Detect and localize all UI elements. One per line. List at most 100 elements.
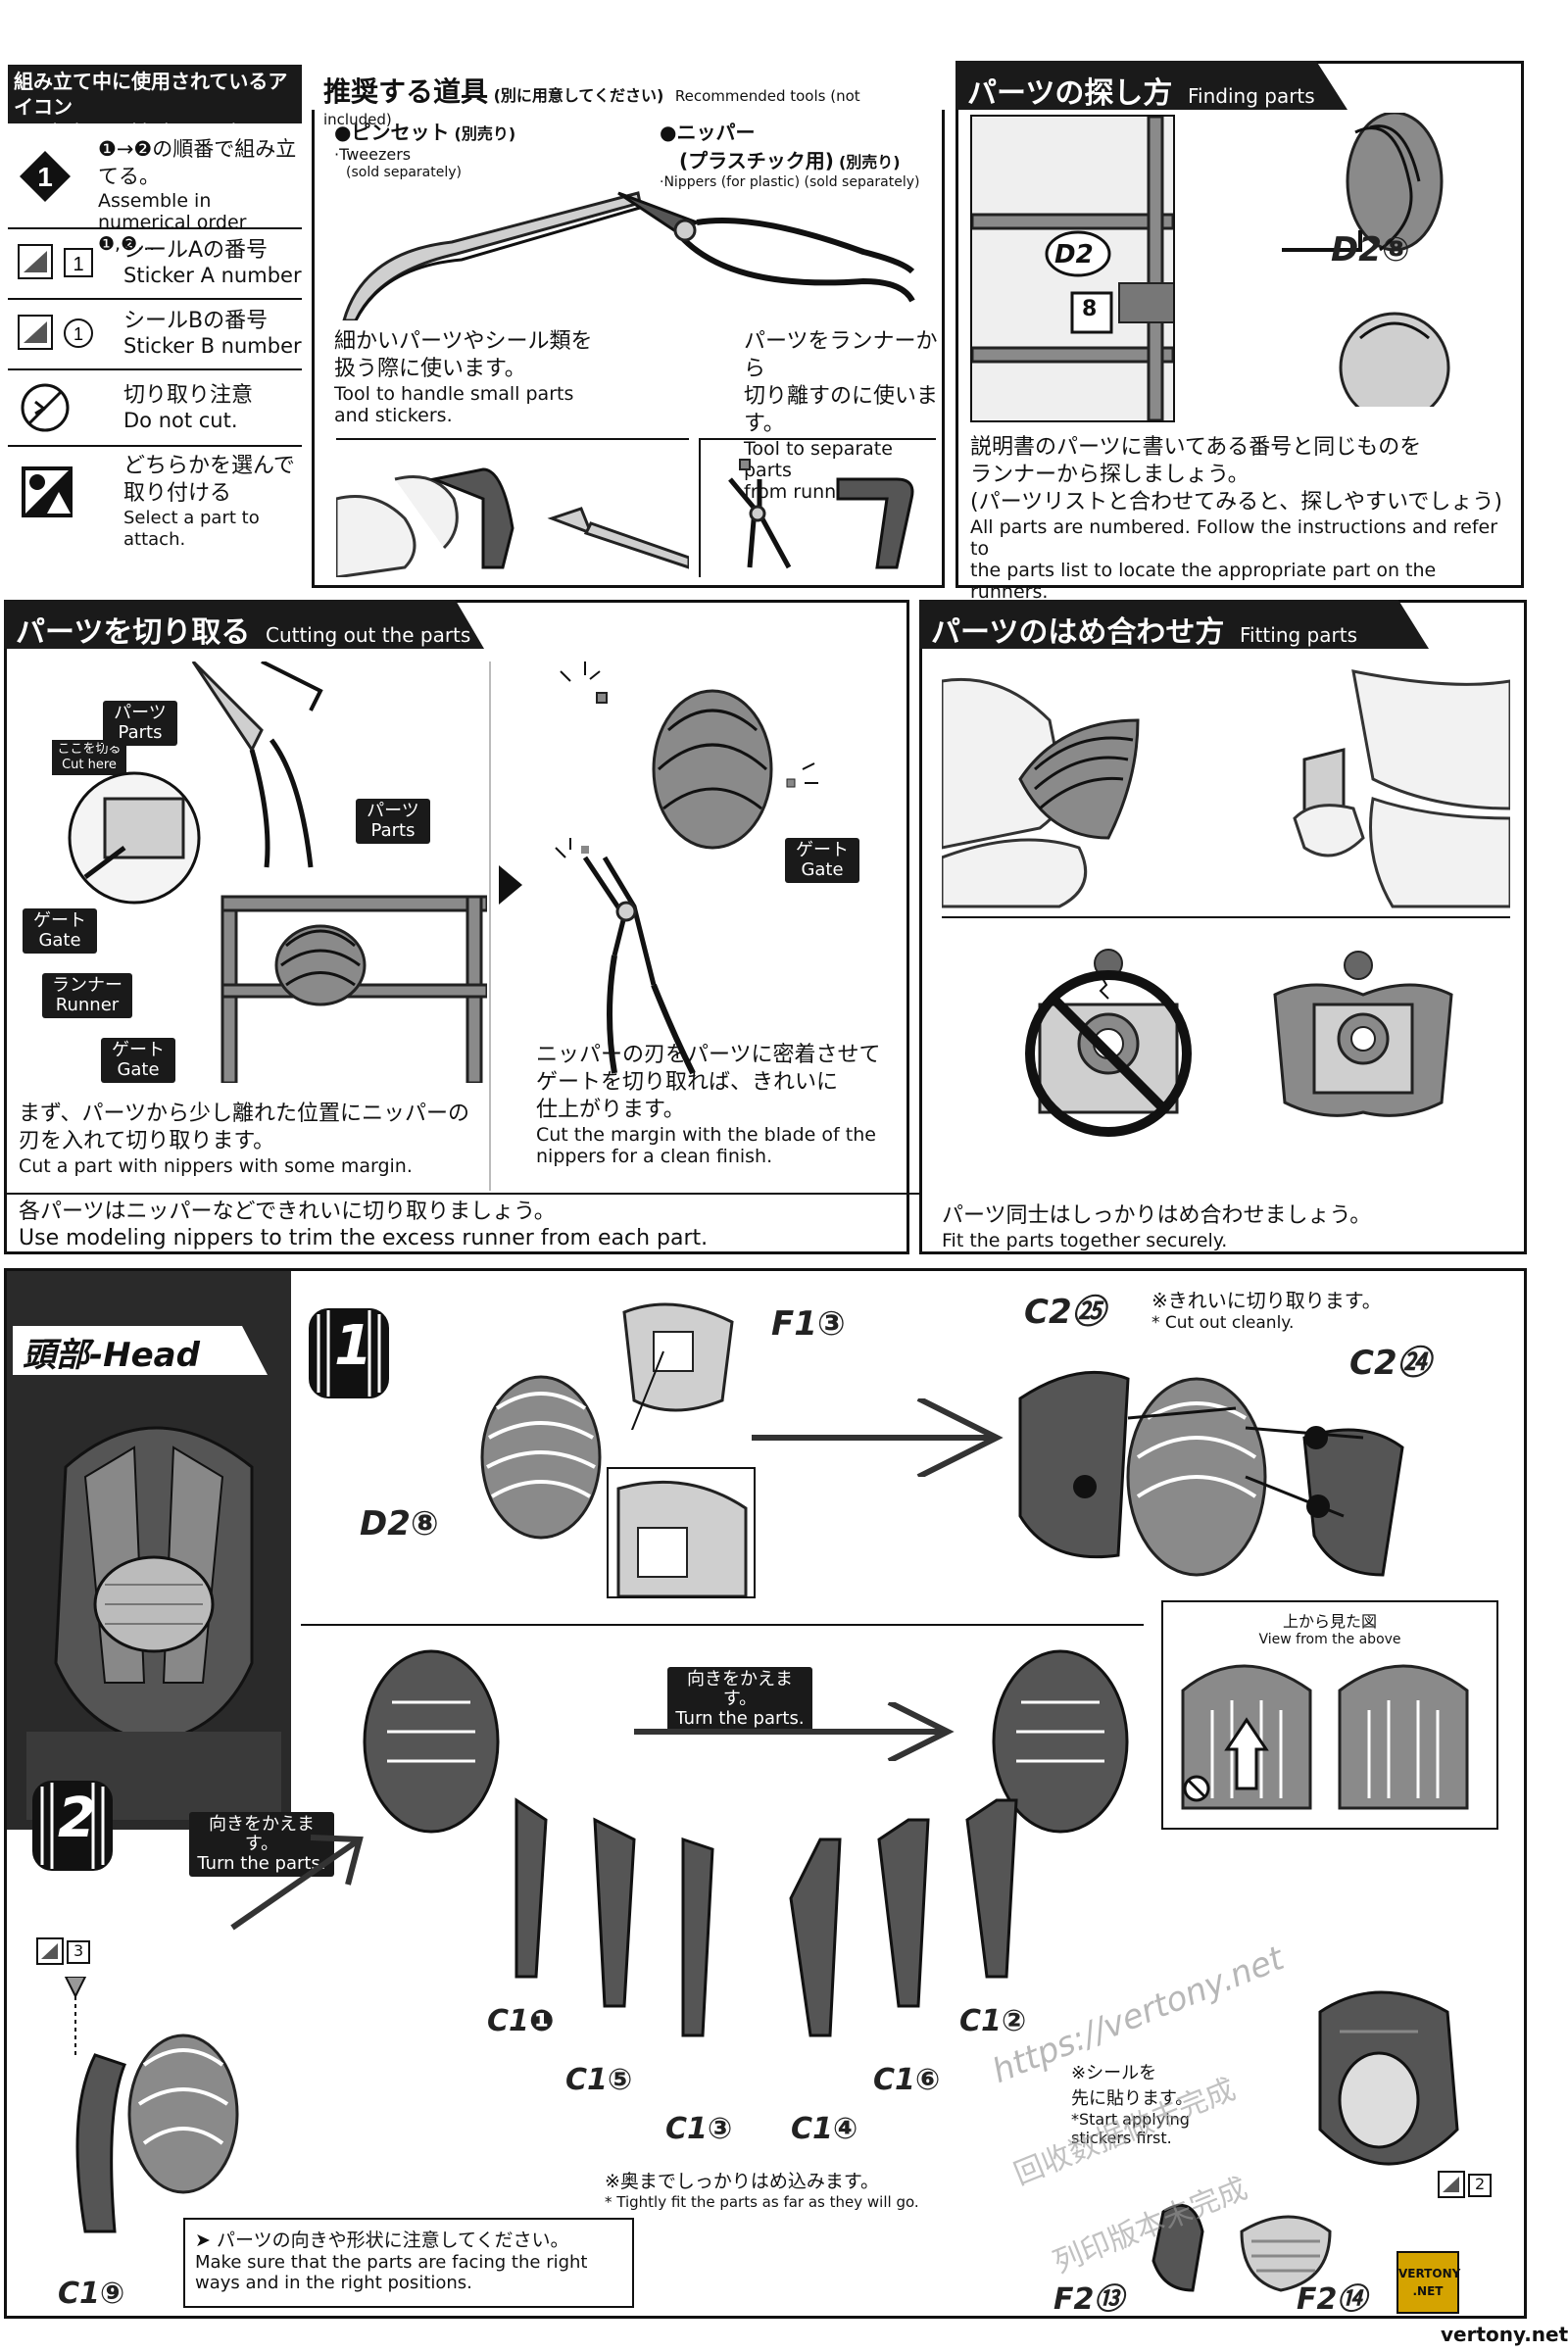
sticker-first-en2: stickers first. <box>1071 2129 1172 2147</box>
tweezers-label: ●ピンセット <box>334 121 450 144</box>
fitting-header: パーツのはめ合わせ方 Fitting parts together <box>919 600 1429 649</box>
head-title-card: 頭部-Head <box>7 1271 291 1830</box>
symbols-title-jp: 組み立て中に使用されているアイコン <box>14 70 288 119</box>
symbol-sticker-b-jp: シールBの番号 <box>123 309 269 333</box>
note-en1: Make sure that the parts are facing the … <box>195 2252 588 2273</box>
symbol-row-select: どちらかを選んで取り付ける Select a part to attach. <box>8 447 302 550</box>
tweezers-desc-en1: Tool to handle small parts <box>334 383 574 405</box>
finding-desc-jp1: 説明書のパーツに書いてある番号と同じものを <box>970 435 1422 460</box>
nippers-desc-jp2: 切り離すのに使います。 <box>744 384 939 436</box>
tools-title-sub: (別に用意してください) <box>493 86 664 105</box>
nippers-usage-illustration <box>699 438 936 577</box>
turn-label-1: 向きをかえます。Turn the parts. <box>667 1667 812 1732</box>
f2-parts-illustration <box>1144 2192 1340 2300</box>
tweezers-desc-jp2: 扱う際に使います。 <box>334 357 526 381</box>
gate-label-1-en: Gate <box>38 930 81 951</box>
turn-label-1-en: Turn the parts. <box>675 1708 805 1729</box>
f2-13-label: F2⑬ <box>1054 2282 1124 2317</box>
fitting-hands-illustration <box>942 662 1510 918</box>
fitting-wrong-illustration <box>1001 936 1216 1142</box>
select-part-icon <box>20 465 74 519</box>
symbols-title-en: Symbols used in instructions <box>14 121 268 141</box>
c1-3-label: C1③ <box>665 2112 733 2146</box>
tools-title-jp: 推奨する道具 <box>323 75 489 108</box>
gate-label-2-en: Gate <box>117 1059 160 1080</box>
cutting-step1-jp1: まず、パーツから少し離れた位置にニッパーの <box>19 1102 470 1126</box>
step-2-number: 2 <box>58 1787 96 1850</box>
fitting-footer-en: Fit the parts together securely. <box>942 1230 1228 1251</box>
runner-label-jp: ランナー <box>52 975 122 996</box>
step2-c1-parts-illustration <box>458 1781 1065 2055</box>
tweezers-illustration <box>334 183 648 320</box>
sticker-2-icon: 2 <box>1438 2171 1500 2200</box>
sticker-a-icon: 1 <box>18 243 116 282</box>
finding-header: パーツの探し方 Finding parts <box>956 61 1348 110</box>
symbol-no-cut-jp: 切り取り注意 <box>123 383 254 408</box>
nippers-sub: (別売り) <box>838 153 901 172</box>
sticker-first-jp2: 先に貼ります。 <box>1071 2088 1194 2109</box>
symbol-sticker-b-en: Sticker B number <box>123 334 302 358</box>
runner-tag-8: 8 <box>1082 297 1098 321</box>
finding-panel: パーツの探し方 Finding parts D2 8 D2⑧ 説明書のパーツに書… <box>956 61 1524 603</box>
step-number-icon: 1 <box>18 149 73 204</box>
step1-f1-label: F1③ <box>771 1304 846 1344</box>
cutting-header: パーツを切り取る Cutting out the parts <box>4 600 484 649</box>
step2-mask-left <box>358 1643 505 1839</box>
fitting-panel: パーツのはめ合わせ方 Fitting parts together パーツ同士は… <box>919 600 1527 1254</box>
runner-illustration: D2 8 <box>970 115 1175 422</box>
finding-title-en: Finding parts <box>1187 84 1315 108</box>
note-box: ➤ パーツの向きや形状に注意してください。 Make sure that the… <box>183 2218 634 2308</box>
cutting-footer-jp: 各パーツはニッパーなどできれいに切り取りましょう。 <box>19 1200 556 1224</box>
note-jp-text: パーツの向きや形状に注意してください。 <box>216 2230 569 2251</box>
sticker-b-icon: 1 <box>18 314 116 353</box>
sticker-3-icon: 3 <box>36 1937 99 1967</box>
next-arrow-icon <box>499 865 522 905</box>
gate-label-3-en: Gate <box>801 859 844 880</box>
fitting-correct-illustration <box>1255 936 1471 1142</box>
step2-up-arrow-icon <box>222 1820 379 1937</box>
step1-result-illustration <box>1010 1340 1432 1594</box>
svg-text:1: 1 <box>74 324 83 344</box>
tight-en: * Tightly fit the parts as far as they w… <box>605 2193 919 2211</box>
runner-cut-illustration <box>173 662 487 1083</box>
cutting-step2-jp3: 仕上がります。 <box>536 1098 685 1122</box>
symbol-step-jp: ❶→❷の順番で組み立てる。 <box>98 137 297 188</box>
cutting-divider <box>489 662 491 1191</box>
symbol-select-en: Select a part to attach. <box>123 508 260 550</box>
nippers-label: ●ニッパー <box>660 121 756 144</box>
fitting-footer-jp: パーツ同士はしっかりはめ合わせましょう。 <box>942 1203 1372 1228</box>
tweezers-sub: (別売り) <box>454 124 516 143</box>
symbol-no-cut-en: Do not cut. <box>123 409 238 432</box>
tweezers-en2: (sold separately) <box>346 165 462 180</box>
view-en: View from the above <box>1258 1632 1401 1647</box>
turn-label-2-jp: 向きをかえます。 <box>209 1814 315 1854</box>
parts-label-2-en: Parts <box>370 820 416 841</box>
symbol-row-sticker-b: 1 シールBの番号 Sticker B number <box>8 300 302 370</box>
nippers-desc-en1: Tool to separate parts <box>744 438 893 481</box>
tweezers-desc-jp1: 細かいパーツやシール類を <box>334 329 593 354</box>
head-section: 頭部-Head 1 F1③ D2⑧ C2㉕ ※きれいに切り取ります。 * Cut… <box>4 1268 1527 2319</box>
tools-title-en: Recommended tools (not included) <box>323 87 860 128</box>
symbol-sticker-a-en: Sticker A number <box>123 264 302 287</box>
gate-label-2-jp: ゲート <box>112 1040 165 1060</box>
svg-text:1: 1 <box>73 254 83 275</box>
sticker-first-jp1: ※シールを <box>1071 2063 1157 2083</box>
parts-label-1-jp: パーツ <box>114 703 167 723</box>
cut-clean-jp: ※きれいに切り取ります。 <box>1152 1289 1382 1312</box>
nippers-illustration <box>609 173 922 330</box>
cutting-step2-en1: Cut the margin with the blade of the <box>536 1124 876 1146</box>
finding-part-illustration <box>1282 113 1488 407</box>
view-above-illustration <box>1173 1651 1487 1818</box>
finding-desc-jp2: ランナーから探しましょう。 <box>970 463 1250 487</box>
symbol-sticker-a-jp: シールAの番号 <box>123 238 269 263</box>
final-head-illustration <box>1281 1973 1477 2198</box>
c1-5-label: C1⑤ <box>565 2063 633 2097</box>
gate-label-3-jp: ゲート <box>796 840 849 860</box>
step1-f1-part <box>605 1293 752 1430</box>
tweezers-usage-illustration <box>336 438 689 577</box>
step2-arrow-1-icon <box>634 1702 967 1761</box>
runner-label-en: Runner <box>55 995 120 1015</box>
footer-url: vertony.net <box>1441 2323 1568 2346</box>
nippers-label-2: (プラスチック用) <box>679 149 834 172</box>
